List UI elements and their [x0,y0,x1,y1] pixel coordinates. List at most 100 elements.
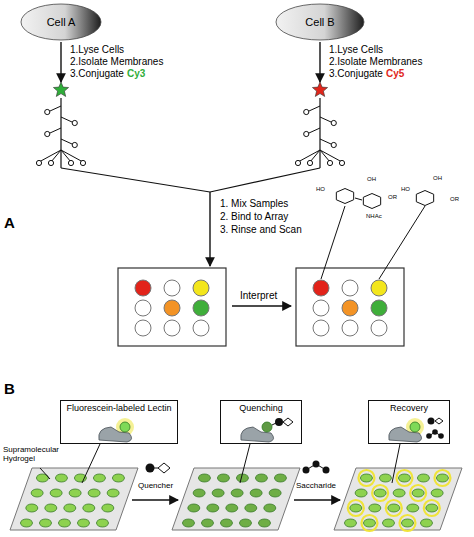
hydrogel-spot [255,474,267,482]
hydrogel-spot [217,474,229,482]
cell-label: Cell B [305,16,334,28]
step-text: 2. Bind to Array [220,211,288,223]
panel-letter: A [4,214,15,231]
array-spot [193,300,209,316]
microarray [118,268,226,346]
hydrogel-spot [436,474,448,482]
hydrogel-spot [398,474,410,482]
callout-box: Fluorescein-labeled Lectin [60,400,178,444]
array-spot [164,320,180,336]
chem-label: OR [388,194,397,201]
leader-line [379,206,425,279]
hydrogel-spot [379,474,391,482]
hydrogel-spot [77,519,89,527]
hydrogel-spot [401,519,413,527]
sugar-unit [327,160,332,165]
hydrogel-spot [250,489,262,497]
glycan-branch [320,150,342,162]
hydrogel-spot [212,489,224,497]
sugar-unit [36,160,41,165]
saccharide-icon [432,429,438,435]
hydrogel-spot [274,474,286,482]
hydrogel-spot [198,474,210,482]
hydrogel-spot [107,489,119,497]
fluorescence-glow [399,515,415,531]
leader-line [40,468,50,479]
callout-ground [220,415,302,443]
glycan-branch [320,150,330,162]
dye-star [312,82,327,96]
fluorescence-glow [424,500,440,516]
array-spot [164,280,180,296]
hydrogel-spot [388,504,400,512]
array-spot [371,300,387,316]
step-text: 1.Lyse Cells [70,44,124,56]
quencher-icon [435,418,443,424]
fluorescence-glow [358,470,374,486]
glycan-stalk [60,98,61,168]
hydrogel-spot [264,504,276,512]
glycan-branch [320,117,331,122]
process-arrow [294,499,340,500]
hydrogel-spot [258,519,270,527]
array-spot [135,300,151,316]
hydrogel-spot [407,504,419,512]
sugar-unit [72,142,77,147]
hydrogel-spot [426,504,438,512]
sugar-unit [331,120,336,125]
pointer-line [392,444,400,483]
fluorescence-glow [434,470,450,486]
hydrogel-spot [93,474,105,482]
glycan-branch [61,150,83,162]
hydrogel-spot [226,504,238,512]
hydrogel-spot [363,519,375,527]
callout-heading: Recovery [390,403,428,413]
array-spot [313,320,329,336]
part-label: Supramolecular Hydrogel [3,445,69,463]
callout-box: Recovery [368,400,450,444]
array-spot [342,300,358,316]
hydrogel-spot [31,489,43,497]
saccharide-icon [313,461,320,468]
interpret-arrow [232,305,291,306]
hydrogel-spot [193,489,205,497]
dye-star [53,82,68,96]
fluorescence-glow [372,485,388,501]
sugar-unit [331,142,336,147]
dye-name: Cy5 [386,68,404,80]
hydrogel-plate [334,468,462,530]
quencher-icon [158,463,170,473]
dye-name: Cy3 [127,68,145,80]
cell-outline [276,4,364,40]
hydrogel-spot [39,519,51,527]
glycan-branch [310,150,320,162]
hydrogel-spot [64,504,76,512]
array-spot [342,320,358,336]
glycan-branch [309,128,320,133]
hydrogel-spot [88,489,100,497]
hydrogel-spot [412,489,424,497]
hydrogel-spot [102,504,114,512]
fluorescence-glow [386,500,402,516]
step-text: 3.Conjugate [329,68,383,80]
quencher-icon [283,418,293,426]
reagent-label: Saccharide [296,481,336,490]
hydrogel-spot [83,504,95,512]
hydrogel-plate [10,468,138,530]
fluorescence-glow [410,485,426,501]
chem-label: HO [401,186,410,193]
chem-label: OR [450,196,459,203]
merge-line [61,168,210,192]
hydrogel-spot [350,504,362,512]
glycan-branch [61,150,71,162]
cell-ellipse: Cell A [20,3,102,41]
hydrogel-spot [431,489,443,497]
array-spot [313,300,329,316]
hydrogel-spot [245,504,257,512]
fluorescence-glow [396,470,412,486]
hydrogel-spot [420,519,432,527]
saccharide-icon [426,433,432,439]
hydrogel-spot [239,519,251,527]
callout-box: Quenching [220,400,302,444]
glycan-branch [51,150,61,162]
